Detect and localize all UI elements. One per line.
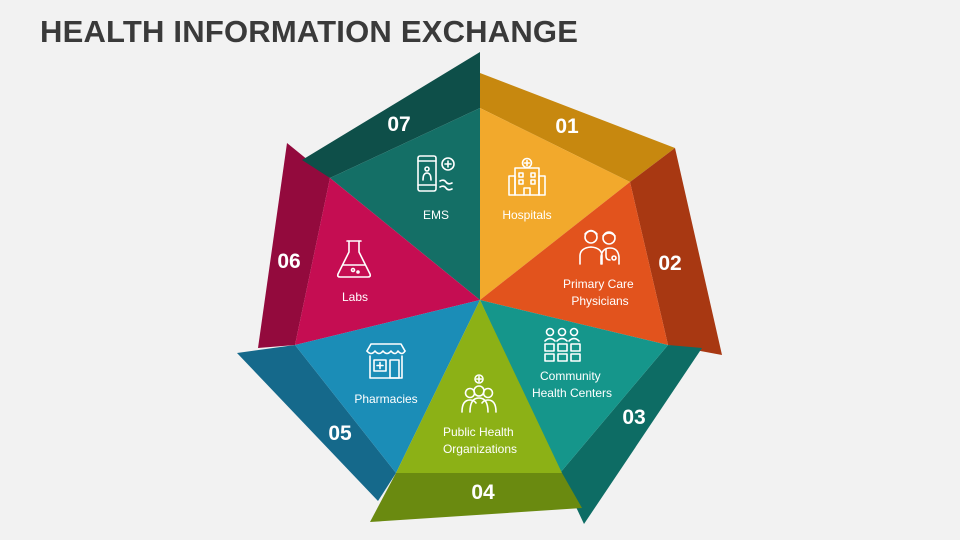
segment-01-number: 01 [555,115,579,138]
segment-02 [480,182,668,345]
segment-04-label: Public Health Organizations [443,425,517,456]
band-03 [560,345,702,524]
segment-03-number: 03 [622,406,645,429]
doctor-icon [579,229,620,265]
segment-05-number: 05 [328,422,352,445]
band-02 [630,148,722,355]
segment-01 [480,108,630,300]
segment-07-number: 07 [387,113,410,136]
segment-06-label: Labs [342,290,368,304]
hospital-icon [508,157,546,196]
segment-06 [295,178,480,345]
segment-05 [295,300,480,473]
pharmacy-store-icon [366,343,406,379]
segment-02-number: 02 [658,252,681,275]
segment-06-number: 06 [277,250,300,273]
segment-03-label: Community Health Centers [532,369,612,400]
segment-01-label: Hospitals [502,208,551,222]
band-04 [370,473,582,522]
segment-03 [480,300,668,473]
ems-phone-icon [417,155,455,192]
community-center-icon [544,327,581,362]
band-05 [237,345,396,501]
segment-04-number: 04 [471,481,495,504]
segment-07 [330,108,480,300]
segment-02-label: Primary Care Physicians [563,277,637,308]
band-07 [302,52,480,178]
segment-05-label: Pharmacies [354,392,417,406]
band-01 [480,73,675,182]
band-06 [258,143,330,348]
people-health-icon [461,374,497,413]
segment-07-label: EMS [423,208,449,222]
lab-flask-icon [336,240,372,278]
page-title: HEALTH INFORMATION EXCHANGE [40,14,579,49]
